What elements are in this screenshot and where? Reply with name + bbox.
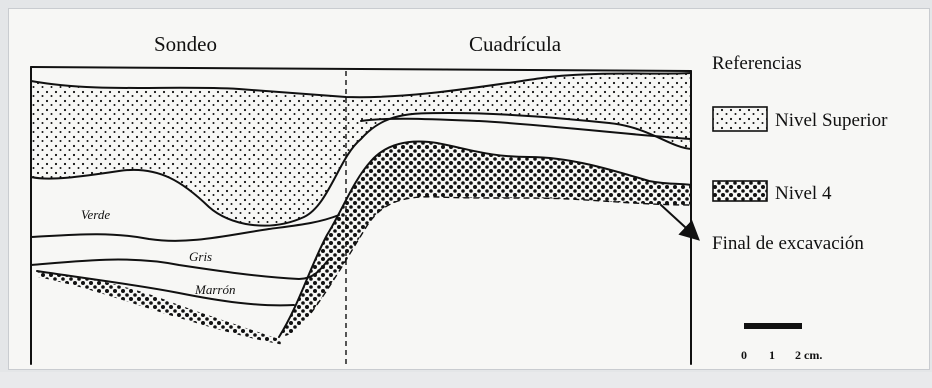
legend-title: Referencias: [712, 53, 802, 74]
legend-swatch-nivel-4: [713, 181, 767, 201]
header-sondeo: Sondeo: [154, 32, 217, 56]
label-verde: Verde: [81, 207, 110, 222]
scale-label-1: 1: [769, 348, 775, 362]
label-marron: Marrón: [194, 282, 235, 297]
page-bottom-strip: [0, 372, 932, 388]
legend-swatch-nivel-superior: [713, 107, 767, 131]
label-gris: Gris: [189, 249, 212, 264]
profile-svg: Sondeo Cuadrícula Verde Gris Marrón: [9, 9, 929, 369]
legend-label-nivel-superior: Nivel Superior: [775, 110, 888, 131]
scale-label-0: 0: [741, 348, 747, 362]
header-cuadricula: Cuadrícula: [469, 32, 562, 56]
nivel-4-layer: [279, 142, 691, 337]
scale-label-2cm: 2 cm.: [795, 348, 822, 362]
legend: Referencias Nivel Superior Nivel 4 Final…: [712, 53, 888, 254]
nivel-4-left-dotted-band: [37, 271, 284, 345]
scale-bar-line: [744, 323, 802, 329]
legend-label-final-excavacion: Final de excavación: [712, 233, 864, 254]
scale-bar: 0 1 2 cm.: [741, 323, 822, 362]
legend-label-nivel-4: Nivel 4: [775, 183, 832, 204]
stratigraphic-profile-figure: Sondeo Cuadrícula Verde Gris Marrón: [8, 8, 930, 370]
